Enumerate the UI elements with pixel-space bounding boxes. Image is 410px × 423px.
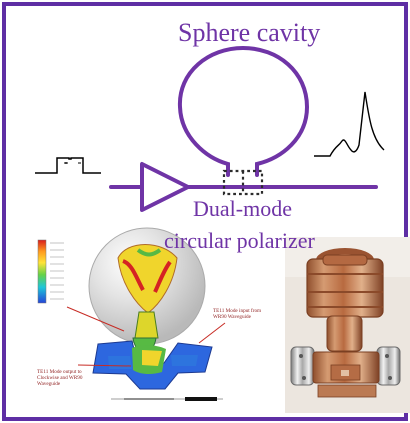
hardware-photo bbox=[285, 237, 410, 413]
sphere-cavity-outline bbox=[177, 45, 310, 177]
amplifier-icon bbox=[140, 162, 190, 212]
field-pattern-top bbox=[117, 244, 178, 314]
signal-chain bbox=[109, 162, 378, 212]
input-signal-icon bbox=[35, 157, 101, 174]
output-signal-icon bbox=[314, 91, 385, 157]
sphere-cavity-label: Sphere cavity bbox=[178, 18, 321, 47]
simulation-figure: TE11 Mode input from WR90 Waveguide TE11… bbox=[37, 227, 262, 401]
dual-mode-label: Dual-mode bbox=[193, 196, 292, 221]
color-scale bbox=[37, 239, 47, 304]
svg-text:TE11 Mode input from W: TE11 Mode input from WR90 Waveguide bbox=[213, 307, 262, 320]
svg-text:TE11 Mode output to Cl: TE11 Mode output to Clockwise and WR90 W… bbox=[37, 369, 84, 387]
polarizer-dotted-box bbox=[222, 169, 264, 196]
circular-polarizer-label: circular polarizer bbox=[164, 228, 315, 253]
copper-cavity-body bbox=[306, 258, 384, 318]
